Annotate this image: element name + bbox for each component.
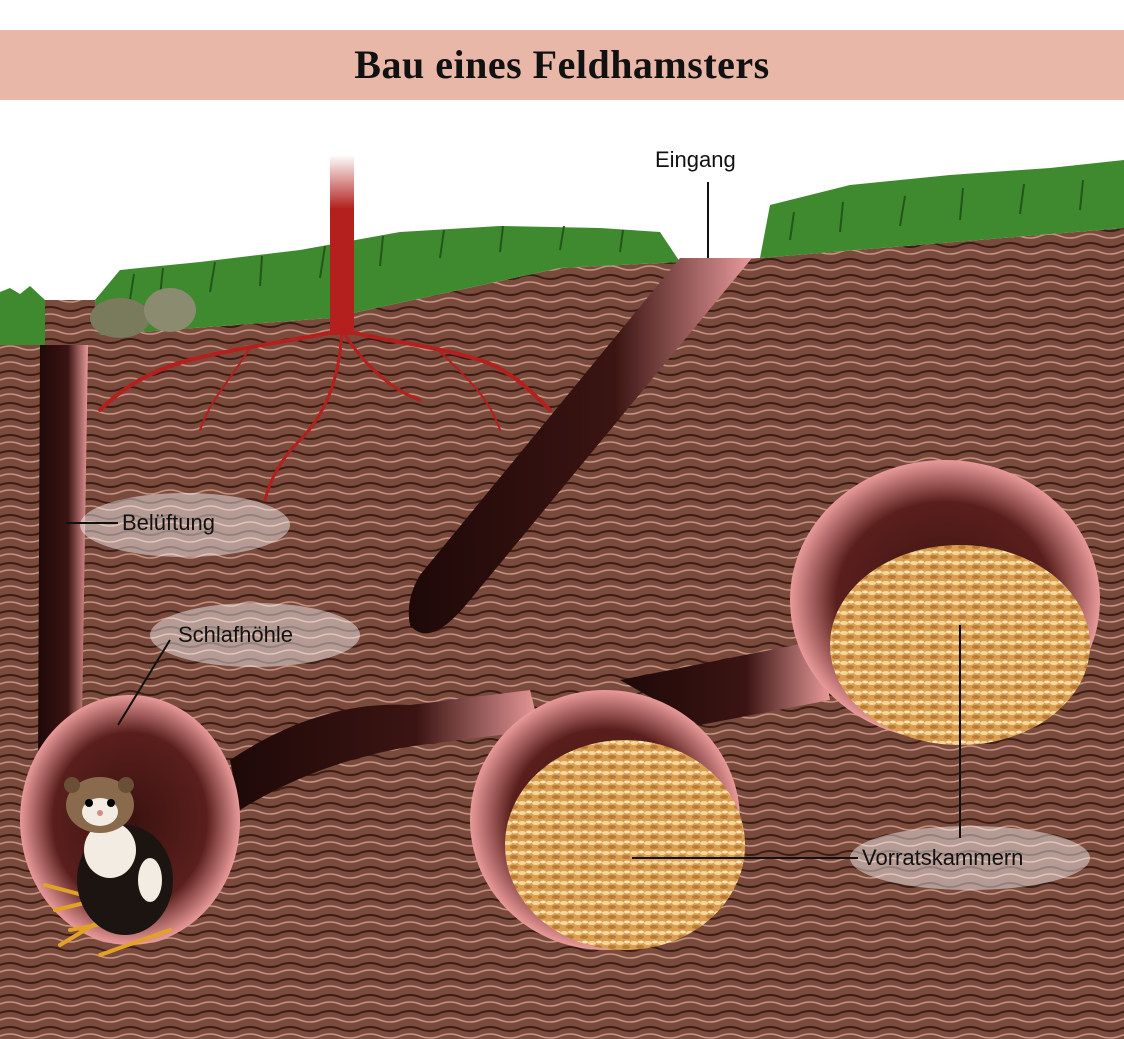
grass-middle [95, 226, 680, 335]
grass-left [0, 286, 45, 345]
leader-lines [66, 182, 961, 859]
stone [144, 288, 196, 332]
tunnel-store-to-store [620, 640, 830, 725]
grain-pile-lower [505, 740, 745, 950]
stone [90, 298, 150, 338]
entrance-tunnel [408, 258, 752, 634]
roots [98, 328, 552, 502]
plant-stem [330, 155, 354, 335]
tunnel-sleep-to-store [230, 690, 540, 810]
ventilation-shaft [38, 345, 88, 760]
grass-right [760, 160, 1124, 258]
soil [0, 228, 1124, 1039]
hamster [64, 777, 173, 935]
page-title: Bau eines Feldhamsters [354, 42, 770, 87]
storage-chambers-label: Vorratskammern [862, 845, 1024, 870]
sleeping-chamber-label: Schlafhöhle [178, 622, 293, 647]
sleeping-chamber-leader [117, 639, 171, 726]
sleeping-chamber [20, 695, 240, 945]
entrance-label: Eingang [655, 147, 736, 172]
ventilation-label: Belüftung [122, 510, 215, 535]
title-band: Bau eines Feldhamsters [0, 30, 1124, 100]
